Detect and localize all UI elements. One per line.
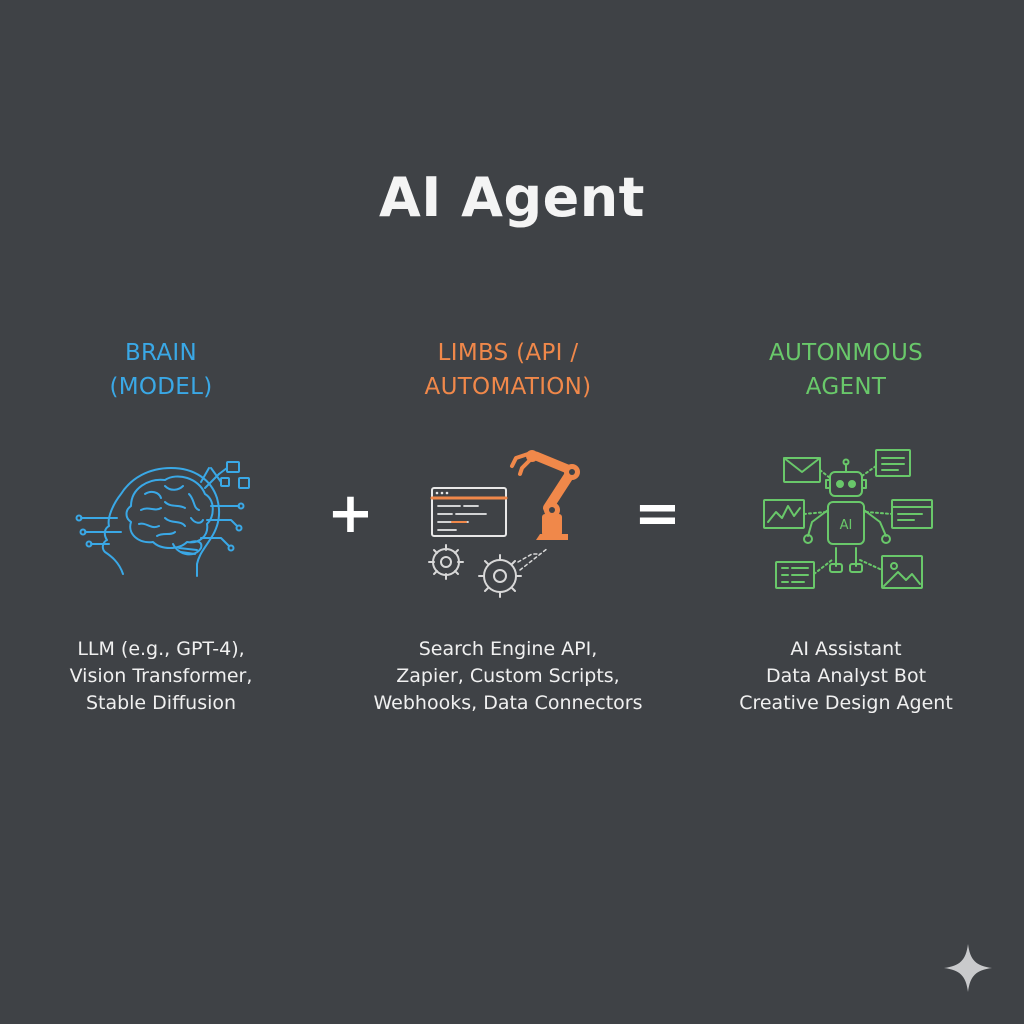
limbs-column: LIMBS (API / AUTOMATION)	[358, 336, 658, 714]
robot-arm-gears-icon	[408, 444, 608, 604]
agent-heading: AUTONMOUS AGENT	[696, 336, 996, 404]
agent-desc-line-1: AI Assistant	[790, 638, 902, 660]
brain-desc-line-1: LLM (e.g., GPT-4),	[77, 638, 245, 660]
robot-agent-icon: AI	[746, 444, 946, 604]
limbs-heading-line-1: LIMBS (API /	[437, 340, 579, 366]
brain-heading-line-1: BRAIN	[124, 340, 198, 366]
limbs-desc-line-2: Zapier, Custom Scripts,	[396, 665, 620, 687]
robot-label: AI	[840, 518, 853, 533]
limbs-heading-line-2: AUTOMATION)	[424, 374, 592, 400]
agent-heading-line-2: AGENT	[805, 374, 887, 400]
brain-column: BRAIN (MODEL)	[11, 336, 311, 714]
agent-column: AUTONMOUS AGENT	[696, 336, 996, 714]
limbs-description: Search Engine API, Zapier, Custom Script…	[358, 636, 658, 717]
brain-desc-line-3: Stable Diffusion	[85, 692, 237, 714]
plus-operator: +	[327, 481, 374, 546]
brain-heading: BRAIN (MODEL)	[11, 336, 311, 404]
agent-description: AI Assistant Data Analyst Bot Creative D…	[696, 636, 996, 717]
brain-heading-line-2: (MODEL)	[109, 374, 213, 400]
agent-desc-line-2: Data Analyst Bot	[765, 665, 927, 687]
brain-head-icon	[61, 444, 261, 604]
page-title: AI Agent	[378, 166, 645, 229]
limbs-heading: LIMBS (API / AUTOMATION)	[358, 336, 658, 404]
sparkle-icon	[944, 944, 992, 992]
limbs-desc-line-3: Webhooks, Data Connectors	[373, 692, 643, 714]
brain-description: LLM (e.g., GPT-4), Vision Transformer, S…	[11, 636, 311, 717]
limbs-desc-line-1: Search Engine API,	[418, 638, 598, 660]
equals-operator: =	[634, 481, 681, 546]
agent-desc-line-3: Creative Design Agent	[739, 692, 953, 714]
agent-heading-line-1: AUTONMOUS	[768, 340, 923, 366]
brain-desc-line-2: Vision Transformer,	[69, 665, 253, 687]
